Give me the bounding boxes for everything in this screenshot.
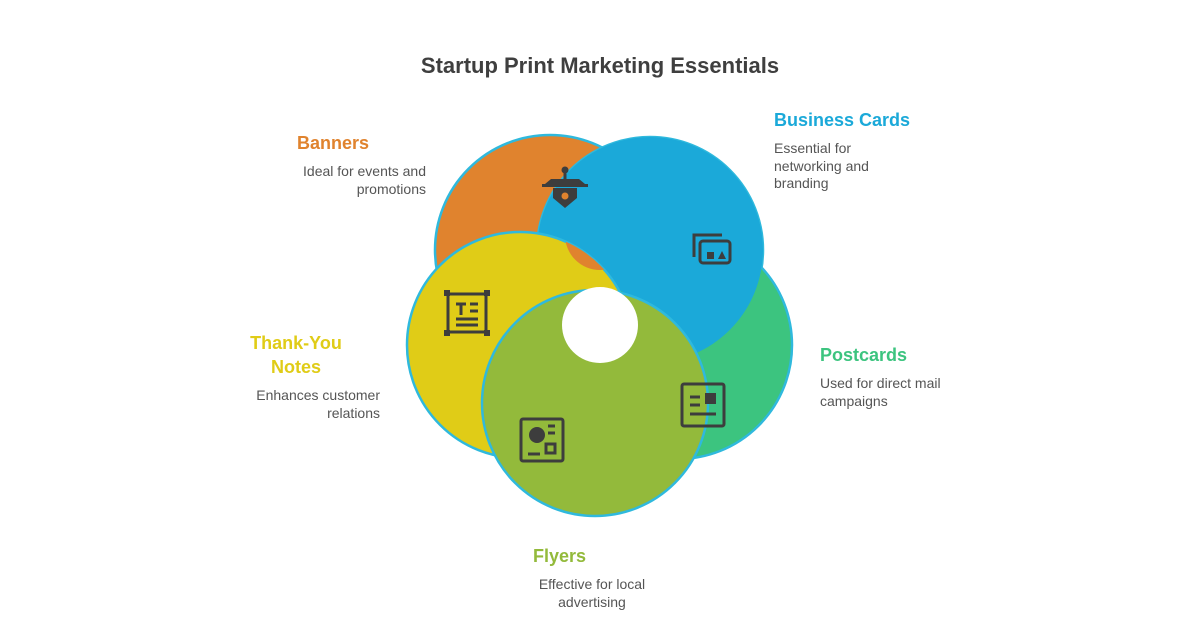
thank-you-desc: Enhances customer relations [256, 387, 380, 421]
business-cards-title: Business Cards [774, 110, 911, 130]
banners-label: Banners Ideal for events and promotions [230, 131, 426, 198]
thank-you-label: Thank-You Notes Enhances customer relati… [230, 331, 380, 422]
postcards-title: Postcards [820, 345, 908, 365]
flyer-icon [519, 417, 565, 463]
flyers-label: Flyers Effective for local advertising [520, 544, 660, 611]
banners-title: Banners [297, 133, 370, 153]
flyers-desc: Effective for local advertising [538, 576, 646, 610]
diagram-title: Startup Print Marketing Essentials [420, 53, 780, 78]
cards-icon [692, 233, 732, 265]
lamp-icon [542, 166, 588, 208]
postcards-label: Postcards Used for direct mail campaigns [820, 343, 970, 410]
center-hole [562, 287, 638, 363]
thank-you-title: Thank-You Notes [250, 333, 342, 377]
banners-desc: Ideal for events and promotions [303, 163, 426, 197]
postcard-icon [680, 382, 726, 428]
business-cards-desc: Essential for networking and branding [774, 140, 869, 191]
business-cards-label: Business Cards Essential for networking … [774, 108, 934, 193]
flyers-title: Flyers [533, 546, 587, 566]
postcards-desc: Used for direct mail campaigns [820, 375, 941, 409]
note-icon [444, 290, 490, 336]
